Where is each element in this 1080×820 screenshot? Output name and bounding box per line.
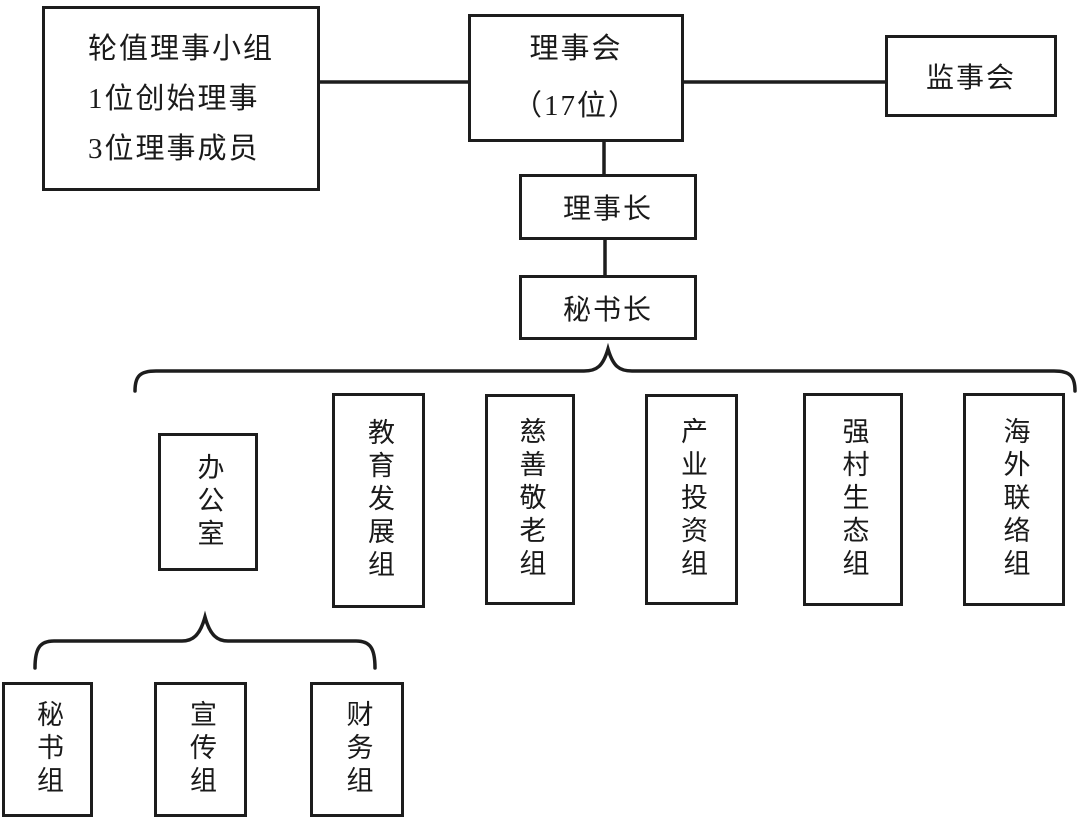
publicity-team-label: 宣传组 [186,700,216,799]
charity-elder-care-group-label: 慈善敬老组 [515,417,546,582]
node-chairman: 理事长 [519,174,697,240]
office-label: 办公室 [193,452,224,552]
rotating-group-founding-director: 1位创始理事 [87,82,260,115]
board-member-count: （17位） [512,90,639,122]
node-publicity-team: 宣传组 [154,682,247,817]
finance-team-label: 财务组 [342,700,373,799]
brace-secgen-groups [133,342,1077,393]
node-office: 办公室 [158,433,258,571]
node-strong-village-ecology-group: 强村生态组 [803,393,903,606]
education-development-group-label: 教育发展组 [364,418,394,583]
node-board-of-directors: 理事会 （17位） [468,14,684,142]
node-secretarial-team: 秘书组 [2,682,93,817]
secretary-general-label: 秘书长 [562,294,653,326]
brace-office-teams [33,610,377,670]
node-secretary-general: 秘书长 [519,275,697,340]
node-overseas-liaison-group: 海外联络组 [963,393,1065,606]
overseas-liaison-group-label: 海外联络组 [999,417,1030,582]
supervisory-board-label: 监事会 [925,63,1016,94]
chairman-label: 理事长 [562,194,653,225]
node-industry-investment-group: 产业投资组 [645,394,738,605]
node-finance-team: 财务组 [310,682,404,817]
node-charity-elder-care-group: 慈善敬老组 [485,394,575,605]
strong-village-ecology-group-label: 强村生态组 [838,417,869,582]
node-rotating-director-group: 轮值理事小组 1位创始理事 3位理事成员 [42,6,320,191]
node-supervisory-board: 监事会 [885,35,1057,117]
secretarial-team-label: 秘书组 [33,700,63,799]
rotating-group-members: 3位理事成员 [87,132,260,165]
node-education-development-group: 教育发展组 [332,393,425,608]
industry-investment-group-label: 产业投资组 [677,417,707,582]
rotating-group-title: 轮值理事小组 [87,32,274,65]
board-name: 理事会 [529,33,623,65]
